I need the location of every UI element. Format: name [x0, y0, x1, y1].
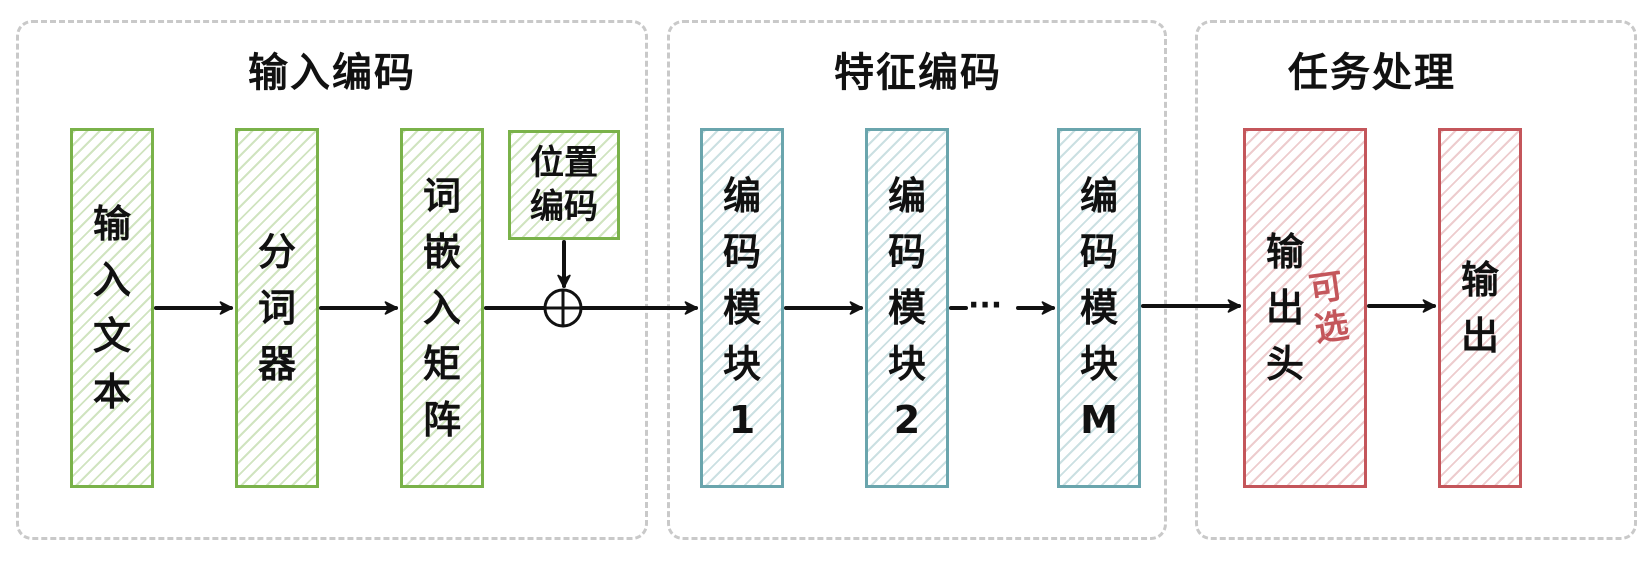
embedding-matrix-label: 词嵌入矩阵 [423, 174, 462, 442]
output-label: 输出 [1461, 258, 1500, 358]
encoder-block-1-label: 编码模块1 [723, 174, 762, 442]
encoder-block-2: 编码模块2 [865, 128, 949, 488]
positional-encoding-block: 位置编码 [508, 130, 620, 240]
section-input-encoding [16, 20, 648, 540]
positional-encoding-label: 位置编码 [530, 143, 598, 227]
encoder-block-m: 编码模块M [1057, 128, 1141, 488]
adder-icon [543, 288, 583, 328]
input-text-label: 输入文本 [93, 202, 132, 414]
encoder-block-2-label: 编码模块2 [888, 174, 927, 442]
embedding-matrix-block: 词嵌入矩阵 [400, 128, 484, 488]
tokenizer-block: 分词器 [235, 128, 319, 488]
ellipsis: ··· [968, 288, 1003, 323]
section-task-processing [1195, 20, 1637, 540]
tokenizer-label: 分词器 [258, 230, 297, 386]
output-block: 输出 [1438, 128, 1522, 488]
output-head-label: 输出头 [1266, 230, 1305, 386]
section-title-task-processing: 任务处理 [1288, 50, 1456, 96]
output-head-block: 输出头 [1243, 128, 1367, 488]
encoder-block-m-label: 编码模块M [1080, 174, 1119, 442]
section-title-input-encoding: 输入编码 [248, 50, 416, 96]
encoder-block-1: 编码模块1 [700, 128, 784, 488]
input-text-block: 输入文本 [70, 128, 154, 488]
section-feature-encoding [667, 20, 1167, 540]
section-title-feature-encoding: 特征编码 [834, 50, 1002, 96]
